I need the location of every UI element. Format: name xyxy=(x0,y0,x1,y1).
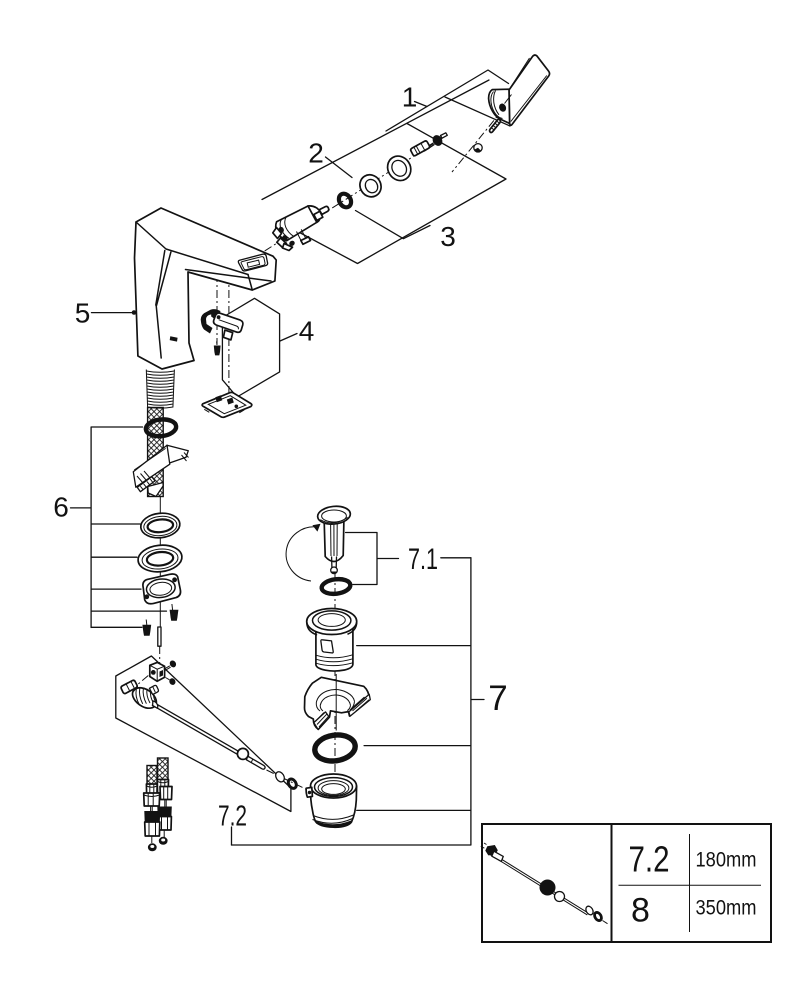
svg-text:2: 2 xyxy=(308,138,324,169)
svg-text:1: 1 xyxy=(402,81,418,112)
svg-text:4: 4 xyxy=(299,316,315,347)
svg-text:7.2: 7.2 xyxy=(218,801,247,833)
svg-text:5: 5 xyxy=(75,297,91,328)
svg-text:7: 7 xyxy=(488,679,507,718)
svg-text:180mm: 180mm xyxy=(696,848,757,872)
svg-text:6: 6 xyxy=(53,492,69,523)
svg-text:7.2: 7.2 xyxy=(629,839,670,880)
svg-text:7.1: 7.1 xyxy=(408,543,438,576)
svg-text:350mm: 350mm xyxy=(696,896,757,920)
svg-text:8: 8 xyxy=(631,892,650,930)
svg-text:3: 3 xyxy=(440,221,456,252)
